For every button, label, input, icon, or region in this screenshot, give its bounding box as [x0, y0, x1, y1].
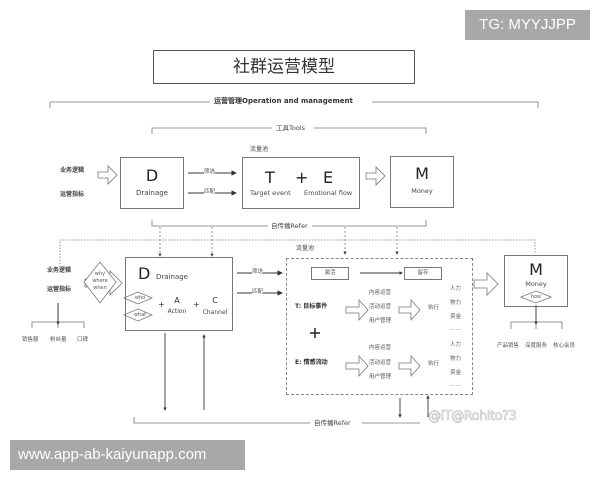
metric-fans: 粉丝量: [50, 337, 67, 343]
c-label: Channel: [202, 309, 228, 316]
t-op-user: 用户管理: [369, 318, 392, 324]
t-op-activity: 活动运营: [369, 304, 392, 310]
t-res-material: 物力: [450, 300, 462, 306]
bottom-m-label: Money: [525, 280, 547, 288]
operation-label: 运营管理Operation and management: [214, 97, 353, 105]
t-res-manpower: 人力: [450, 286, 462, 292]
refer-bottom-label: 自传播Refer: [314, 419, 351, 427]
e-res-manpower: 人力: [450, 342, 462, 348]
top-te-box[interactable]: T + E Target event Emotional flow: [242, 157, 360, 209]
bottom-m-letter: M: [529, 260, 543, 279]
retain-box[interactable]: 留存: [404, 267, 442, 280]
t-op-content: 内容运营: [369, 290, 392, 296]
a-label: Action: [167, 308, 187, 315]
activate-label: 激活: [324, 270, 336, 276]
diamond-who: who: [134, 295, 146, 301]
top-te-plus: +: [295, 168, 309, 187]
bottom-edge-filter: 筛选: [252, 269, 264, 276]
e-res-more: ……: [450, 382, 461, 388]
top-edge-match: 匹配: [204, 189, 216, 196]
hollow-arrow-top-right: [365, 166, 386, 186]
retain-label: 留存: [417, 270, 429, 276]
watermark: @IT@Rohito?3: [428, 409, 517, 424]
traffic-pool-top-label: 流量池: [250, 146, 269, 153]
diamond-when: when: [93, 285, 107, 291]
e-execute: 执行: [428, 361, 440, 367]
diamond-why: why: [94, 271, 106, 277]
t-target-event: T: 目标事件: [295, 303, 328, 310]
hollow-arrow-bottom-right: [473, 272, 499, 296]
diamond-what: what: [133, 312, 147, 318]
bottom-d-letter: D: [138, 264, 151, 283]
traffic-pool-box: [286, 258, 473, 395]
bottom-input-business-logic: 业务逻辑: [47, 267, 72, 274]
hollow-arrow-top-left: [97, 165, 118, 185]
diamond-how: how: [530, 294, 542, 300]
bottom-edge-match: 匹配: [252, 289, 264, 296]
tools-label: 工具Tools: [276, 124, 306, 132]
t-res-more: ……: [450, 326, 461, 332]
tg-badge: TG: MYYJJPP: [465, 10, 590, 40]
top-t-label: Target event: [250, 189, 291, 197]
activate-box[interactable]: 激活: [311, 267, 349, 280]
e-emotional-flow: E: 情感流动: [295, 359, 328, 366]
bottom-d-label: Drainage: [156, 273, 188, 281]
bottom-plus-2: +: [193, 300, 200, 309]
top-m-label: Money: [411, 187, 433, 195]
bottom-d-box[interactable]: D Drainage who what + A Action + C Chann…: [125, 257, 233, 331]
a-letter: A: [174, 296, 180, 305]
e-op-activity: 活动运营: [369, 360, 392, 366]
t-res-funds: 资金: [450, 314, 462, 320]
outcome-core-member: 核心会员: [553, 343, 576, 349]
url-badge[interactable]: www.app-ab-kaiyunapp.com: [10, 440, 245, 470]
e-res-material: 物力: [450, 356, 462, 362]
diamond-why-where-when: [83, 261, 117, 304]
top-d-letter: D: [145, 166, 159, 185]
bottom-input-ops-metrics: 运营指标: [47, 286, 72, 293]
top-input-ops-metrics: 运营指标: [60, 191, 85, 198]
title-box: 社群运营模型: [153, 50, 415, 84]
top-d-label: Drainage: [136, 189, 168, 197]
e-op-content: 内容运营: [369, 345, 392, 351]
bottom-plus-1: +: [158, 300, 165, 309]
metric-sales: 销售额: [22, 337, 39, 343]
e-res-funds: 资金: [450, 370, 462, 376]
top-t-letter: T: [265, 168, 275, 187]
traffic-pool-bottom-label: 流量池: [296, 245, 315, 252]
c-letter: C: [212, 296, 218, 305]
bottom-m-box[interactable]: M Money how: [504, 255, 568, 307]
diamond-where: where: [92, 278, 108, 284]
top-input-business-logic: 业务逻辑: [60, 167, 85, 174]
outcome-product-sales: 产品销售: [497, 343, 520, 349]
top-e-label: Emotional flow: [304, 189, 353, 197]
metric-reputation: 口碑: [77, 337, 89, 343]
refer-top-label: 自传播Refer: [271, 222, 308, 230]
e-op-user: 用户管理: [369, 374, 392, 380]
page-title: 社群运营模型: [233, 57, 335, 77]
outcome-deep-service: 深度服务: [525, 343, 548, 349]
top-e-letter: E: [323, 168, 334, 187]
top-edge-filter: 筛选: [204, 169, 216, 176]
top-m-box[interactable]: M Money: [390, 156, 454, 208]
top-d-box[interactable]: D Drainage: [120, 157, 184, 209]
t-execute: 执行: [428, 305, 440, 311]
top-m-letter: M: [415, 164, 429, 183]
